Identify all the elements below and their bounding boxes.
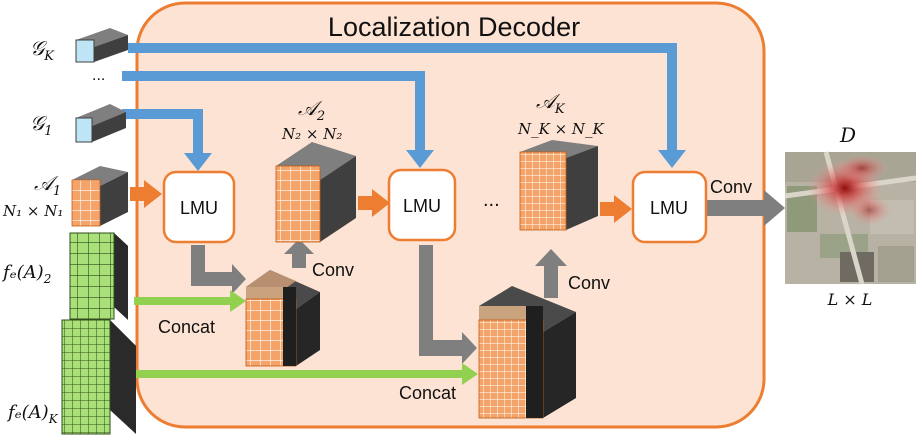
decoder-title: Localization Decoder — [328, 12, 580, 42]
gray-arrows — [191, 190, 785, 364]
lmu-1-box: LMU — [162, 170, 236, 244]
arrow-fe2-to-concat1 — [134, 290, 246, 312]
orange-arrows — [130, 180, 632, 223]
arrow-g1-to-lmu-1 — [122, 109, 203, 155]
ellipsis-mid: ... — [483, 189, 500, 211]
output-heatmap — [784, 151, 917, 285]
arrow-ellipsis-to-lmu-2 — [122, 71, 425, 152]
lmu-2-box: LMU — [387, 168, 457, 242]
g-1-bar — [75, 104, 126, 143]
fe-k-block — [61, 319, 136, 435]
a-k-label: 𝒜K — [536, 89, 566, 117]
output-d-label: D — [839, 123, 856, 147]
conv-1-label: Conv — [312, 260, 354, 280]
g-k-bar — [75, 28, 128, 63]
arrow-lmu1-to-concat1 — [191, 245, 246, 294]
a-2-cube — [275, 142, 356, 243]
lmu-k-label: LMU — [650, 198, 688, 218]
blue-arrows — [122, 43, 677, 155]
concat-1-block — [245, 270, 320, 367]
a-1-size: N₁ × N₁ — [2, 202, 63, 220]
concat-2-block — [478, 286, 576, 419]
a-1-cube — [71, 166, 128, 227]
g-1-label: 𝒢1 — [30, 111, 53, 139]
arrow-conv-out — [706, 190, 785, 226]
arrow-ak-to-lmuk — [600, 195, 632, 223]
a-1-label: 𝒜1 — [34, 171, 61, 199]
fe-k-label: fₑ(A)K — [6, 402, 59, 426]
g-k-label: 𝒢K — [30, 36, 55, 64]
ellipsis-top: ... — [92, 67, 105, 84]
arrow-conv-to-ak — [535, 249, 567, 298]
conv-2-label: Conv — [568, 273, 610, 293]
fe-2-label: fₑ(A)2 — [1, 262, 51, 286]
fe-2-block — [69, 232, 128, 320]
a-k-cube — [519, 140, 598, 231]
arrow-conv-to-a2 — [284, 239, 314, 268]
arrow-lmu2-to-concat2 — [419, 245, 477, 364]
arrow-a2-to-lmu2 — [358, 189, 390, 217]
a-2-size: N₂ × N₂ — [281, 125, 342, 143]
a-k-size: N_K × N_K — [517, 120, 605, 138]
green-arrows — [134, 290, 478, 385]
lmu-2-label: LMU — [403, 196, 441, 216]
arrow-gk-to-lmu-k — [128, 43, 677, 152]
lmu-1-label: LMU — [180, 198, 218, 218]
arrow-fek-to-concat2 — [134, 363, 478, 385]
lmu-k-box: LMU — [631, 170, 708, 244]
arrow-a1-to-lmu1 — [130, 180, 162, 208]
conv-out-label: Conv — [710, 177, 752, 197]
output-size-label: L × L — [827, 290, 873, 309]
concat-1-label: Concat — [158, 317, 215, 337]
concat-2-label: Concat — [399, 383, 456, 403]
blue-arrowheads — [184, 150, 686, 171]
